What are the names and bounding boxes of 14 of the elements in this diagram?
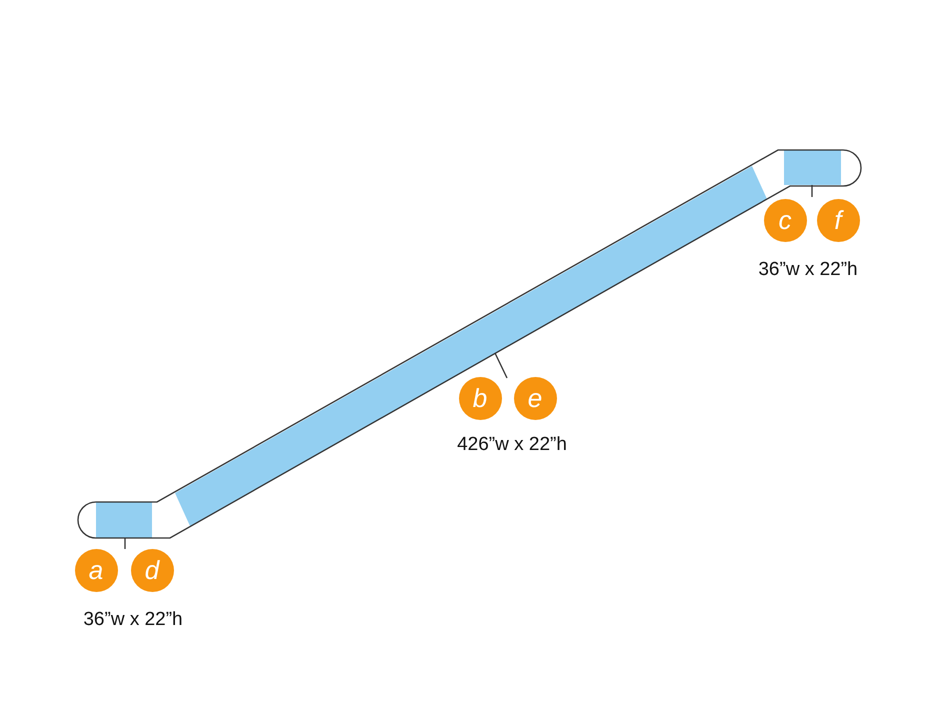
callout-letter: c [764,198,806,242]
callout-letter: f [816,198,860,242]
leader-line [811,185,813,197]
leader-line [124,538,126,549]
callout-letter: b [458,376,502,420]
callout-letter: a [74,548,118,592]
leader-line [494,352,508,378]
dimension-text: 426”w x 22”h [457,432,567,457]
handrail-panel [784,150,841,185]
dimension-text: 36”w x 22”h [83,608,183,632]
handrail-panel [96,502,152,538]
callout-letter: e [514,376,556,420]
dimension-text: 36”w x 22”h [758,258,858,282]
callout-letter: d [130,548,174,592]
